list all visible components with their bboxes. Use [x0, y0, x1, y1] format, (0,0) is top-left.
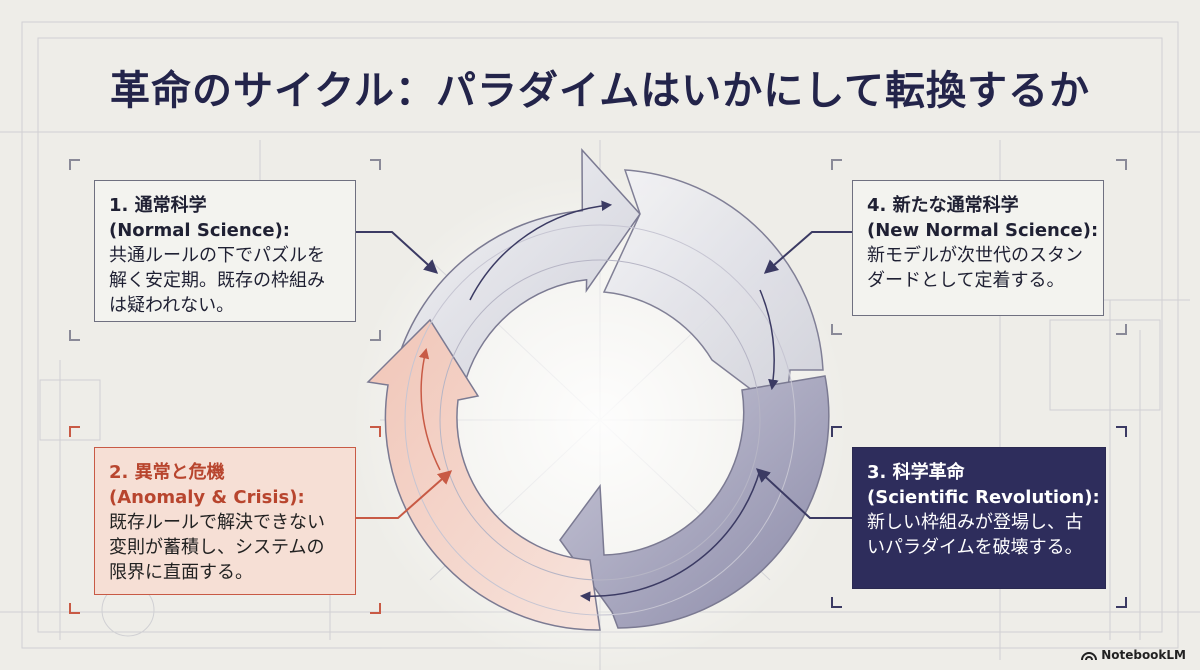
stage-card-normal-science: 1. 通常科学 (Normal Science): 共通ルールの下でパズルを解く… [94, 180, 356, 322]
stage-heading-en: (Anomaly & Crisis): [109, 487, 305, 508]
page-title: 革命のサイクル：パラダイムはいかにして転換するか [110, 68, 1090, 114]
stage-card-anomaly-crisis: 2. 異常と危機 (Anomaly & Crisis): 既存ルールで解決できな… [94, 447, 356, 595]
stage-card-scientific-revolution: 3. 科学革命 (Scientific Revolution): 新しい枠組みが… [852, 447, 1106, 589]
stage-heading: 1. 通常科学 [109, 195, 207, 216]
stage-heading-en: (Normal Science): [109, 220, 291, 241]
connector-new-normal [763, 231, 852, 274]
stage-description: 既存ルールで解決できない変則が蓄積し、システムの限界に直面する。 [109, 512, 325, 583]
ring-segment-crisis [366, 318, 601, 631]
stage-heading: 4. 新たな通常科学 [867, 195, 1019, 216]
brand-label: NotebookLM [1101, 648, 1186, 662]
stage-card-new-normal-science: 4. 新たな通常科学 (New Normal Science): 新モデルが次世… [852, 180, 1104, 316]
connector-revolution [755, 468, 852, 519]
stage-heading: 3. 科学革命 [867, 462, 965, 483]
connectors [356, 231, 852, 519]
stage-description: 共通ルールの下でパズルを解く安定期。既存の枠組みは疑われない。 [109, 245, 325, 316]
cycle-ring [366, 148, 830, 631]
card-brackets [69, 159, 1127, 614]
ring-segment-revolution [559, 375, 830, 629]
connector-crisis [356, 470, 453, 519]
connector-normal [356, 231, 439, 274]
stage-description: 新しい枠組みが登場し、古いパラダイムを破壊する。 [867, 512, 1083, 558]
notebooklm-logo-icon [1081, 652, 1098, 661]
stage-heading-en: (New Normal Science): [867, 220, 1099, 241]
stage-heading-en: (Scientific Revolution): [867, 487, 1100, 508]
stage-description: 新モデルが次世代のスタンダードとして定着する。 [867, 245, 1083, 291]
stage-heading: 2. 異常と危機 [109, 462, 225, 483]
brand-watermark: NotebookLM [1081, 648, 1186, 662]
ring-segment-normal [396, 148, 641, 379]
ring-segment-new-normal [602, 169, 824, 417]
